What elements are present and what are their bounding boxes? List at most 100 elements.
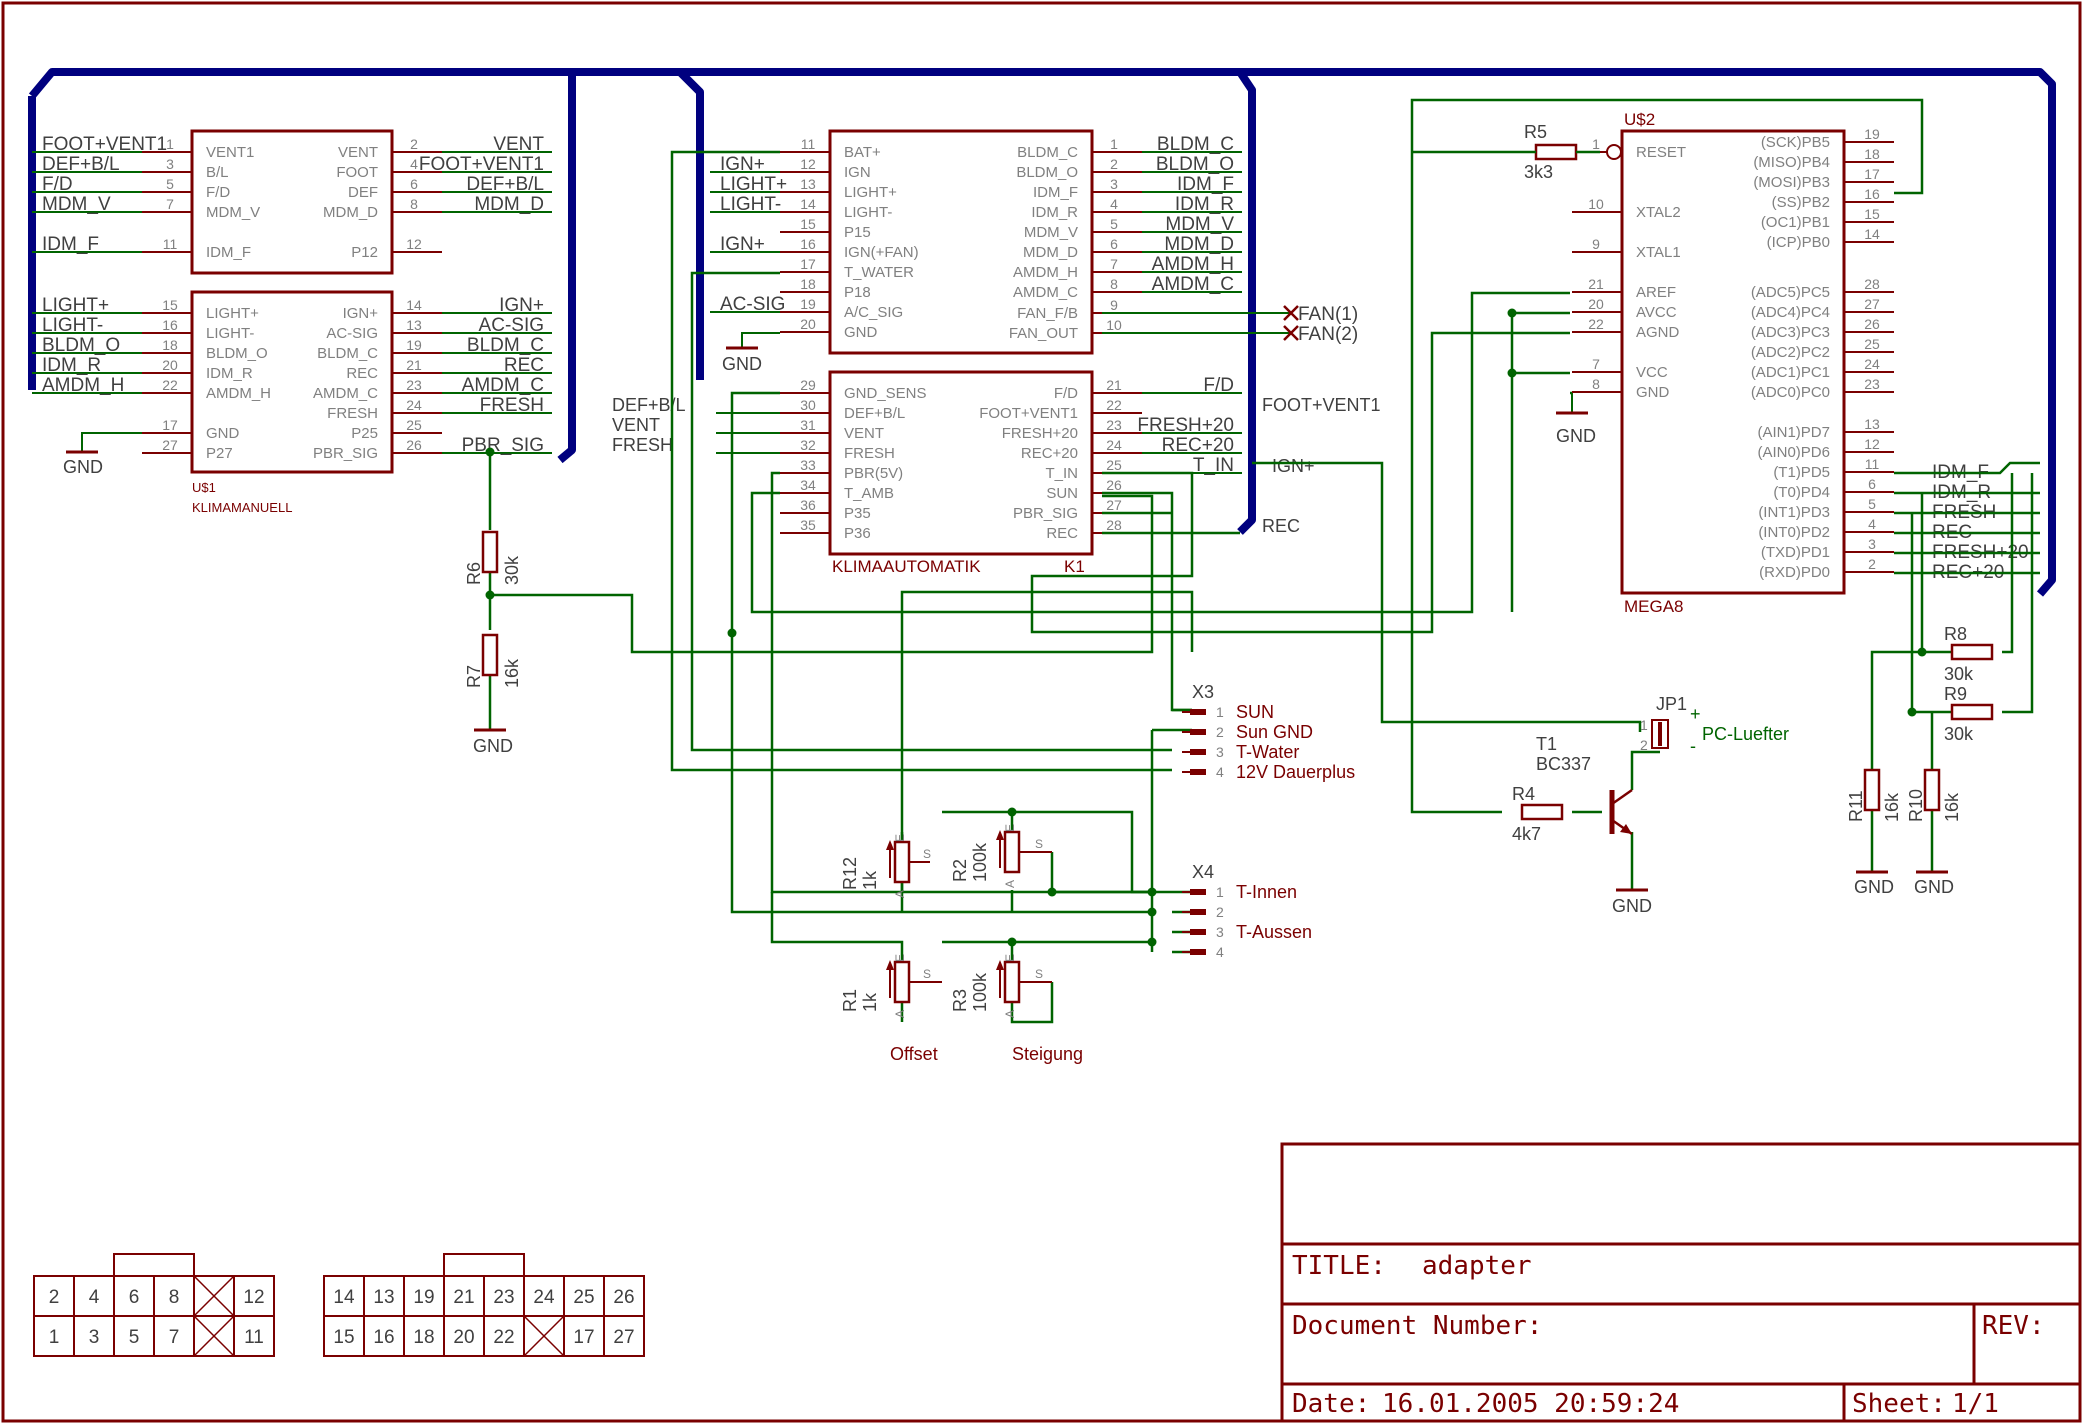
r1-value: 1k [860, 992, 880, 1012]
pin-label: LIGHT+ [206, 305, 259, 322]
pot-r3: R3 100k S E A [950, 954, 1052, 1018]
pinout-number: 13 [373, 1287, 394, 1308]
r12-value: 1k [860, 870, 880, 890]
pinout-number: 21 [453, 1287, 474, 1308]
pinout-cross [193, 1275, 235, 1317]
pinout-cross [523, 1315, 565, 1357]
net-label: AC-SIG [479, 315, 544, 336]
r4-name: R4 [1512, 784, 1535, 804]
pinout-number: 19 [413, 1287, 434, 1308]
r10-value: 16k [1942, 792, 1962, 822]
pin-label: T_IN [1045, 465, 1078, 482]
pin-number: 15 [1864, 206, 1880, 222]
pin-number: 10 [1588, 196, 1604, 212]
pinout-cell [233, 1315, 275, 1357]
connector-pin [1190, 749, 1206, 755]
pot-r2: R2 100k S E A [950, 824, 1052, 888]
r2-a: A [1003, 880, 1017, 888]
r11-name: R11 [1846, 790, 1866, 822]
pin-label: XTAL1 [1636, 244, 1681, 261]
pin-label: IGN(+FAN) [844, 244, 919, 261]
pin-number: 3 [166, 156, 174, 172]
pin-number: 3 [1110, 176, 1118, 192]
k1-bus-label-def: DEF+B/L [612, 395, 686, 415]
pin-label: LIGHT- [844, 204, 892, 221]
r6-name: R6 [464, 562, 484, 585]
pin-number: 18 [1864, 146, 1880, 162]
pin-label: P15 [844, 224, 871, 241]
pin-number: 19 [800, 296, 816, 312]
pin-number: 14 [800, 196, 816, 212]
pin-label: P27 [206, 445, 233, 462]
pin-number: 2 [410, 136, 418, 152]
sheet-value: 1/1 [1952, 1389, 1999, 1419]
pin-number: 5 [1110, 216, 1118, 232]
k1-foot-label: FOOT+VENT1 [1262, 395, 1381, 415]
net-label: IGN+ [499, 295, 544, 316]
pin-label: LIGHT- [206, 325, 254, 342]
pin-label: AMDM_H [1013, 264, 1078, 281]
pin-label: IGN+ [343, 305, 379, 322]
pin-label: A/C_SIG [844, 304, 903, 321]
net-label: DEF+B/L [466, 174, 544, 195]
pin-label: (T1)PD5 [1773, 464, 1830, 481]
pinout-number: 24 [533, 1287, 555, 1308]
pin-number: 5 [1868, 496, 1876, 512]
pin-number: 25 [406, 417, 422, 433]
pin-label: VENT [338, 144, 378, 161]
pin-name: T-Aussen [1236, 922, 1312, 942]
pinout-number: 18 [413, 1327, 434, 1348]
pin-number: 29 [800, 377, 816, 393]
r3-value: 100k [970, 972, 990, 1012]
pin-number: 15 [800, 216, 816, 232]
pin-number: 19 [1864, 126, 1880, 142]
pin-label: FOOT+VENT1 [979, 405, 1078, 422]
r9-value: 30k [1944, 724, 1974, 744]
pin-label: PBR(5V) [844, 465, 903, 482]
pin-number: 23 [1864, 376, 1880, 392]
u1-top-body [190, 129, 394, 275]
r10-gnd-label: GND [1914, 877, 1954, 897]
pin-number: 8 [1110, 276, 1118, 292]
pin-number: 25 [1864, 336, 1880, 352]
pin-label: AMDM_H [206, 385, 271, 402]
pinout-number: 16 [373, 1327, 394, 1348]
k1-name: K1 [1064, 557, 1085, 576]
pin-label: FRESH [327, 405, 378, 422]
pin-number: 36 [800, 497, 816, 513]
pin-label: RESET [1636, 144, 1686, 161]
net-label: MDM_D [1164, 234, 1234, 255]
connector-pin [1190, 949, 1206, 955]
title-label: TITLE: [1292, 1251, 1386, 1281]
pin-number: 22 [1106, 397, 1122, 413]
pin-number: 31 [800, 417, 816, 433]
pin-number: 2 [1216, 904, 1224, 920]
pin-label: AVCC [1636, 304, 1677, 321]
net-label: BLDM_C [1157, 134, 1234, 155]
u2-gnd-label: GND [1556, 426, 1596, 446]
pin-number: 1 [1110, 136, 1118, 152]
pin-label: (AIN1)PD7 [1757, 424, 1830, 441]
pin-label: BAT+ [844, 144, 881, 161]
k1-bottom-body [828, 370, 1094, 556]
net-label: LIGHT+ [720, 174, 787, 195]
pin-number: 9 [1592, 236, 1600, 252]
pinout-number: 20 [453, 1327, 474, 1348]
connector-pin [1190, 709, 1206, 715]
r3-a: A [1003, 1010, 1017, 1018]
net-label: FRESH [480, 395, 544, 416]
k1-value: KLIMAAUTOMATIK [832, 557, 981, 576]
net-label: FRESH+20 [1137, 415, 1234, 436]
r12-e: E [893, 834, 907, 842]
net-label: AMDM_H [42, 375, 124, 396]
pin-number: 14 [1864, 226, 1880, 242]
k1-gnd-label: GND [722, 354, 762, 374]
net-label: LIGHT+ [42, 295, 109, 316]
u1-gnd-label: GND [63, 457, 103, 477]
pinout-number: 2 [49, 1287, 60, 1308]
fan2-label: FAN(2) [1298, 324, 1358, 345]
r7-value: 16k [502, 658, 522, 688]
